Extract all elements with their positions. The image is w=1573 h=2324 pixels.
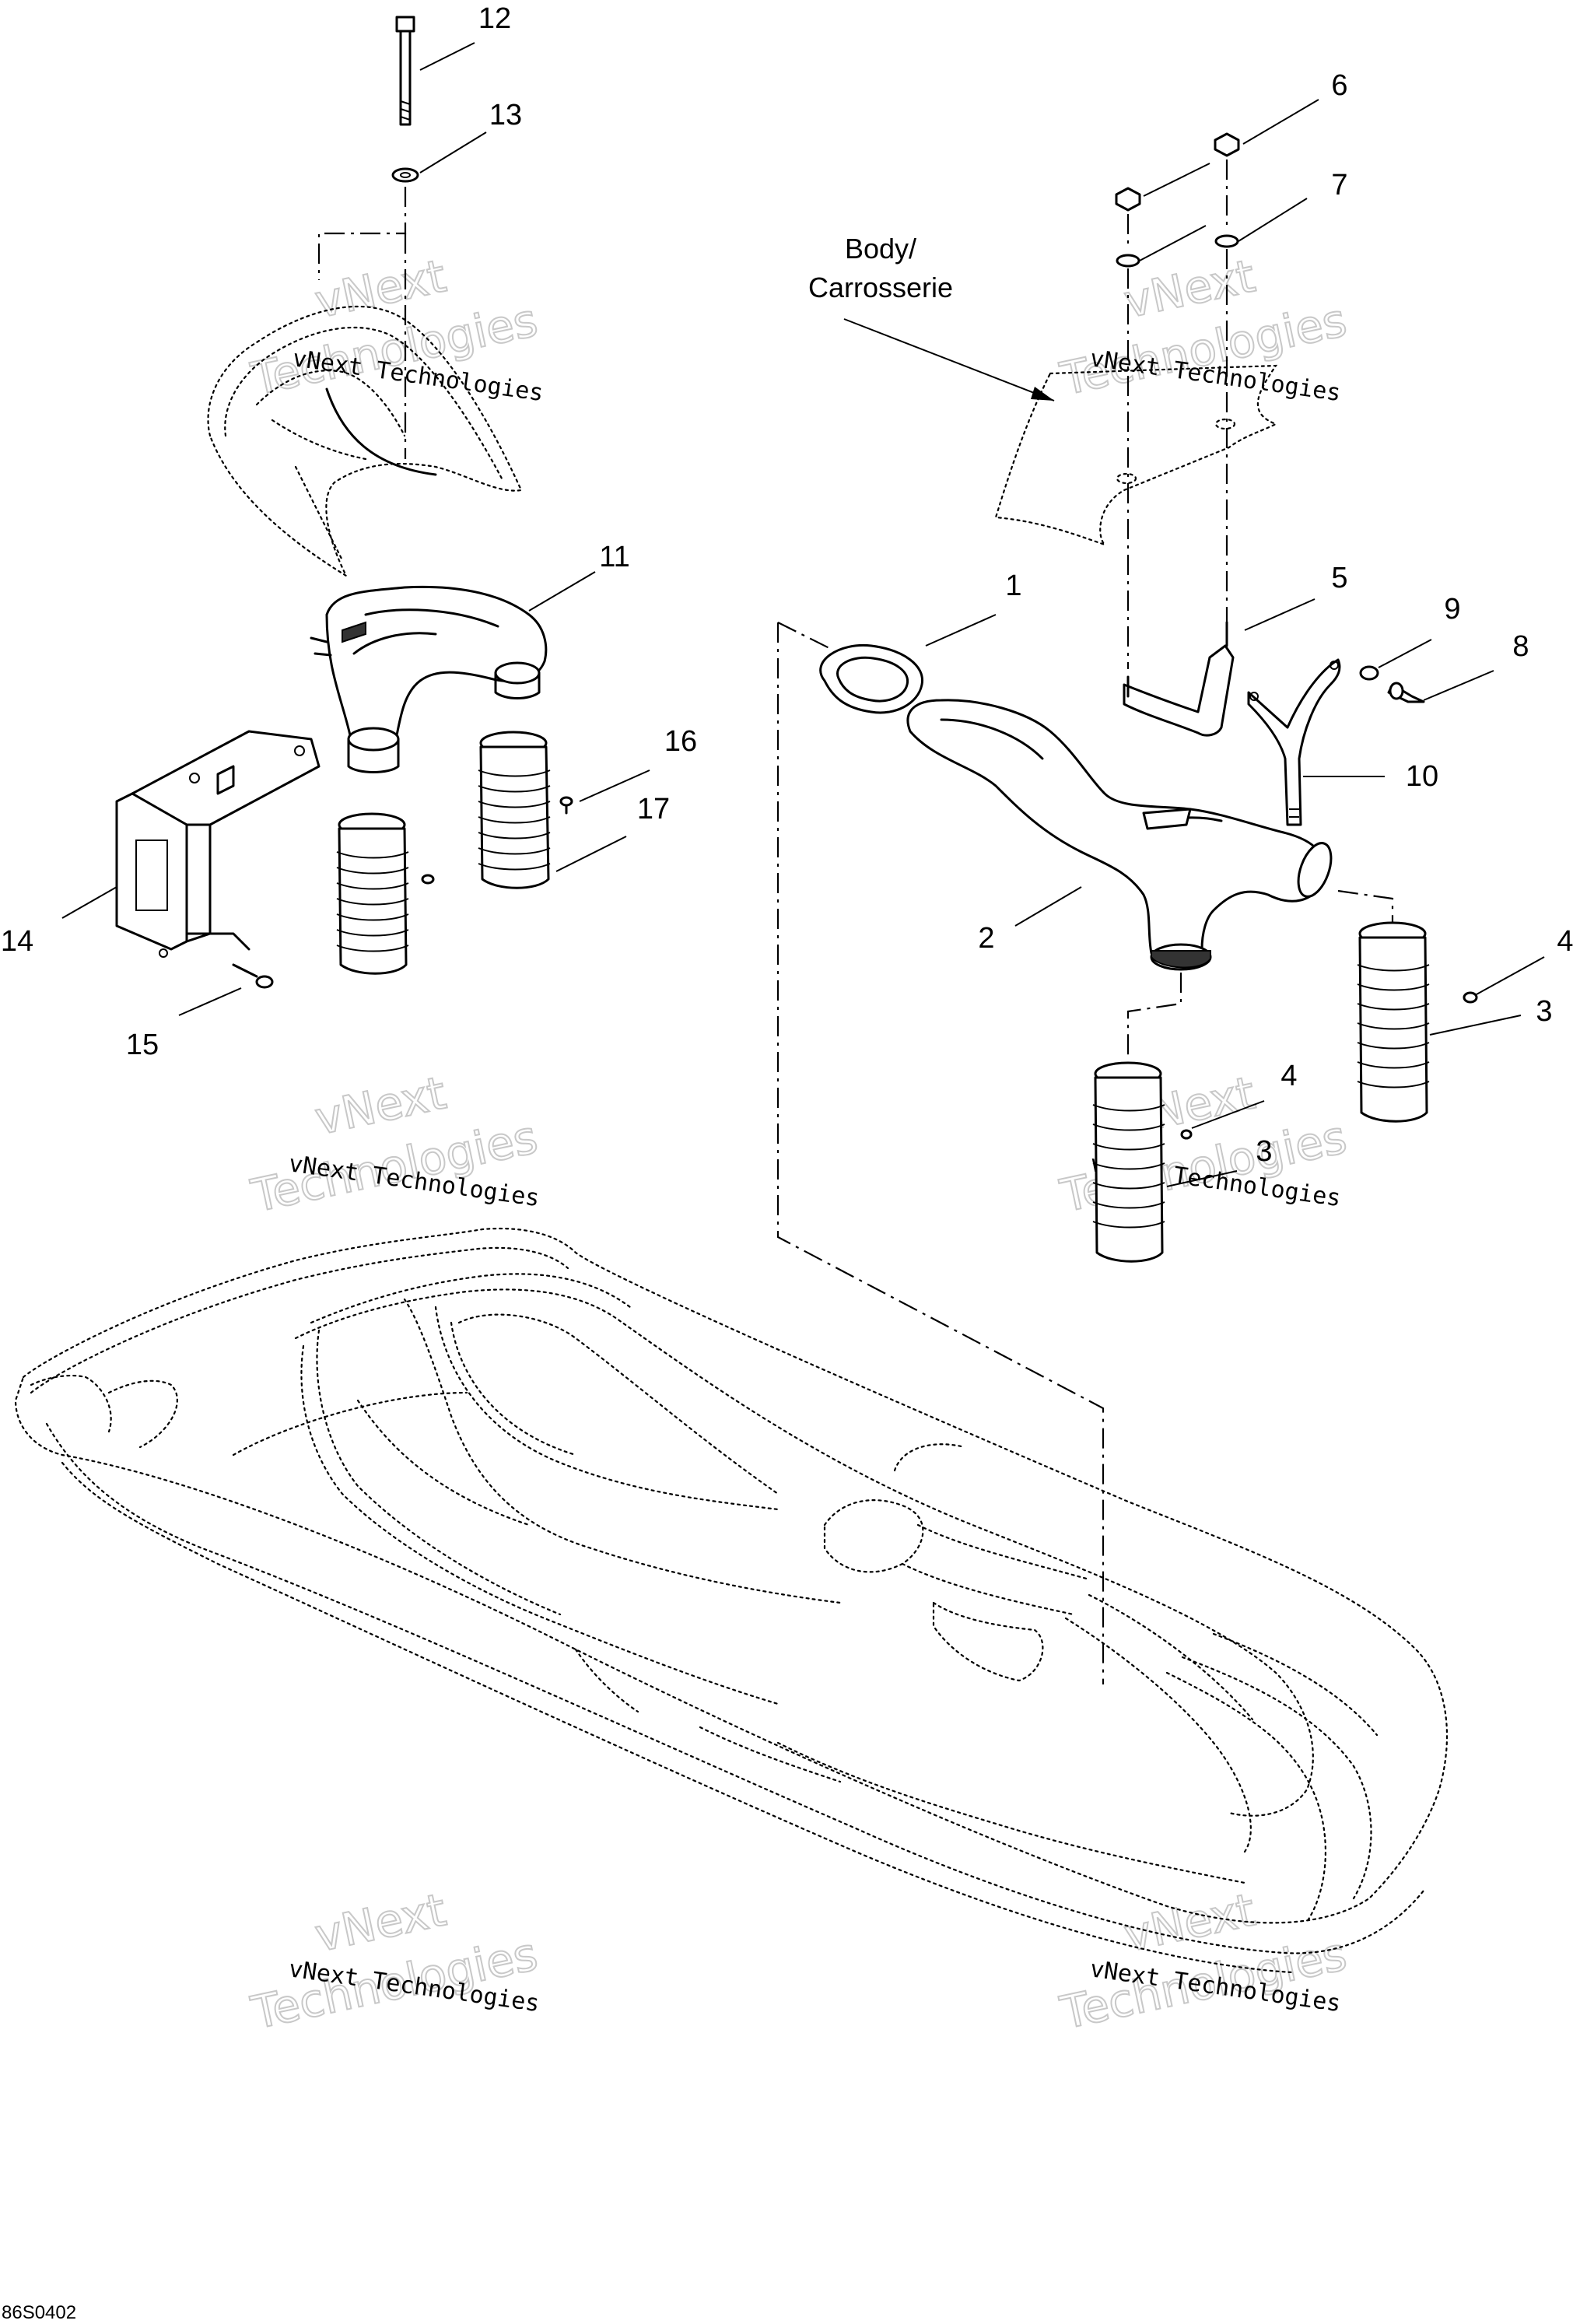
bracket-10 [1247,658,1341,826]
callout-15: 15 [126,1029,159,1061]
callout-7: 7 [1331,169,1347,202]
washer-7-right [1214,234,1239,248]
leader-lines [61,42,1545,1187]
callout-numbers: 12 13 11 14 15 16 17 6 7 1 5 9 8 10 2 4 … [1,2,1573,1168]
body-label-line2: Carrosserie [808,272,953,303]
seat-cover-outline [207,305,523,578]
callout-3-right: 3 [1536,995,1552,1028]
callout-14: 14 [1,925,33,958]
air-duct-2 [906,699,1333,971]
axis-line-hull [776,622,1105,1684]
axis-line-cover [317,187,407,280]
washer-7-left [1116,254,1140,268]
support-bracket-5 [1123,621,1235,737]
callout-13: 13 [489,99,522,131]
nut-6-right [1214,132,1240,157]
callout-9: 9 [1444,593,1460,626]
callout-2: 2 [978,922,994,955]
axis-line-duct-lower [1126,973,1182,1058]
callout-10: 10 [1406,760,1438,793]
callout-12: 12 [478,2,511,35]
screw-4-right [1463,991,1478,1004]
callout-16: 16 [664,725,697,758]
bellows-boot-17 [478,731,551,889]
washer-9 [1359,665,1379,681]
bracket-14 [115,730,321,958]
screw-boot-left [421,874,435,885]
screw-15 [232,963,274,989]
watermark-5: vNext Technologies [246,1882,543,2040]
callout-6: 6 [1331,69,1347,102]
body-panel-outline [994,364,1278,546]
callout-4-lower: 4 [1280,1060,1297,1092]
body-leader-arrow [1031,387,1054,401]
screw-16 [559,796,573,815]
axis-line-seal [777,622,833,650]
callout-1: 1 [1005,570,1021,602]
axis-line-duct-right [1337,889,1394,930]
body-leader-line [843,318,1055,401]
callout-5: 5 [1331,562,1347,594]
seal-1 [819,643,924,714]
callout-8: 8 [1512,630,1529,663]
washer-13 [391,167,419,183]
bellows-boot-3-lower [1092,1061,1165,1263]
hull-outline [14,1227,1449,1974]
air-intake-11 [310,585,548,773]
drawing-code: 86S0402 [2,2302,76,2323]
bolt-12 [395,16,415,126]
callout-11: 11 [599,541,629,573]
screw-8 [1387,682,1425,703]
bellows-boot-left [336,812,409,975]
body-label-line1: Body/ [845,233,916,265]
nut-6-left [1115,187,1141,212]
callout-17: 17 [637,793,670,825]
screw-4-lower [1180,1129,1193,1140]
callout-3-lower: 3 [1256,1135,1272,1168]
bellows-boot-3-right [1357,921,1430,1123]
callout-4-right: 4 [1557,925,1573,958]
